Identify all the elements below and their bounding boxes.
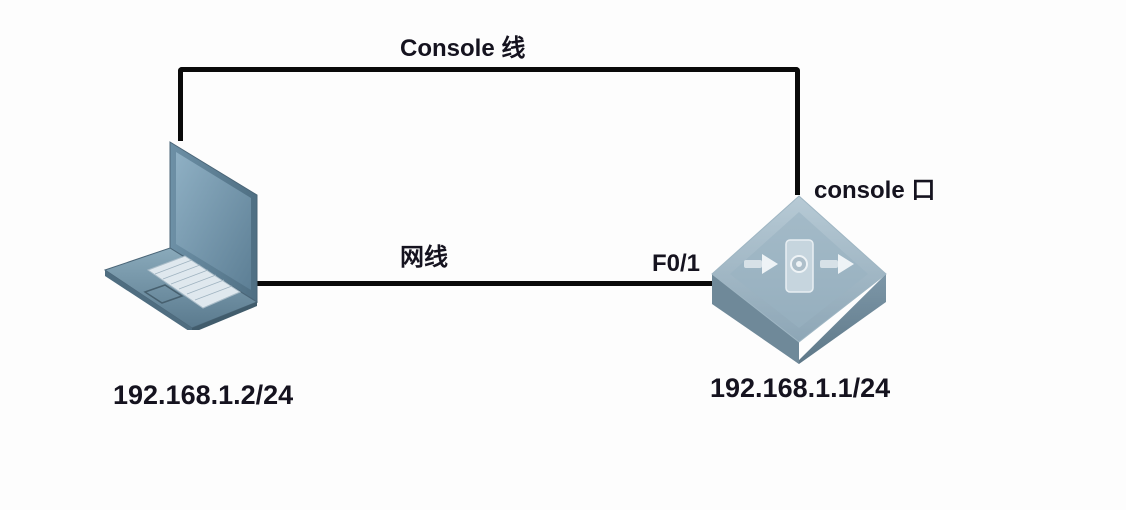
switch-console-port-label: console 口 — [814, 177, 936, 204]
console-cable-left-segment — [178, 67, 183, 141]
switch-ip-label: 192.168.1.1/24 — [710, 373, 891, 403]
switch-icon[interactable] — [708, 192, 890, 364]
laptop-icon[interactable] — [100, 140, 265, 330]
ethernet-cable-label: 网线 — [400, 244, 448, 271]
ethernet-cable — [252, 281, 714, 286]
switch-port-label: F0/1 — [652, 250, 701, 277]
console-cable-top-segment — [178, 67, 800, 72]
console-cable-right-segment — [795, 67, 800, 195]
arrow-right-icon — [744, 254, 854, 274]
console-cable-label: Console 线 — [400, 35, 526, 62]
pc-ip-label: 192.168.1.2/24 — [113, 380, 294, 410]
